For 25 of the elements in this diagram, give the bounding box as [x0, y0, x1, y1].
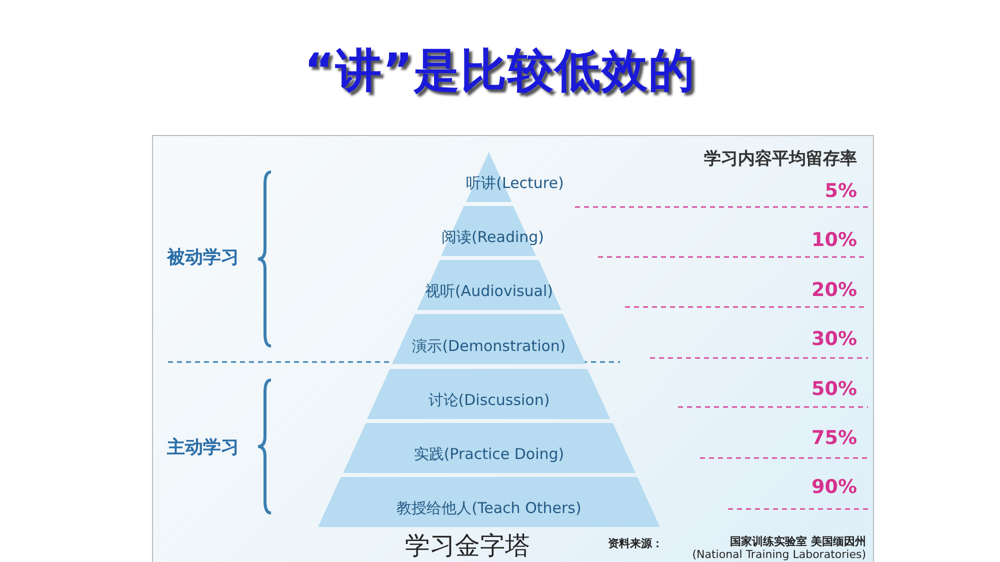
- pyramid-band: [318, 476, 660, 527]
- pyramid-band: [416, 260, 562, 310]
- percentage-value: 10%: [812, 229, 857, 251]
- band-label: 实践(Practice Doing): [414, 444, 564, 463]
- band-label: 讨论(Discussion): [428, 390, 550, 409]
- percentage-value: 50%: [812, 378, 857, 400]
- column-header: 学习内容平均留存率: [704, 148, 857, 170]
- band-label: 视听(Audiovisual): [424, 282, 554, 300]
- group-label: 主动学习: [167, 436, 239, 459]
- band-label: 阅读(Reading): [441, 228, 544, 246]
- percentage-value: 30%: [812, 328, 857, 350]
- band-label: 演示(Demonstration): [412, 336, 566, 355]
- band-label: 教授给他人(Teach Others): [396, 498, 582, 517]
- band-label: 听讲(Lecture): [466, 174, 564, 192]
- source-text: (National Training Laboratories): [692, 548, 866, 561]
- title: “讲”是比较低效的: [303, 42, 697, 99]
- percentage-value: 90%: [812, 476, 857, 498]
- pyramid-band: [392, 314, 586, 365]
- source-label: 资料来源：: [608, 536, 663, 551]
- percentage-value: 75%: [812, 427, 857, 449]
- pyramid-caption: 学习金字塔: [405, 530, 530, 562]
- group-label: 被动学习: [167, 246, 239, 269]
- percentage-value: 20%: [812, 279, 857, 301]
- source-text: 国家训练实验室 美国缅因州: [730, 534, 866, 549]
- percentage-value: 5%: [824, 180, 857, 202]
